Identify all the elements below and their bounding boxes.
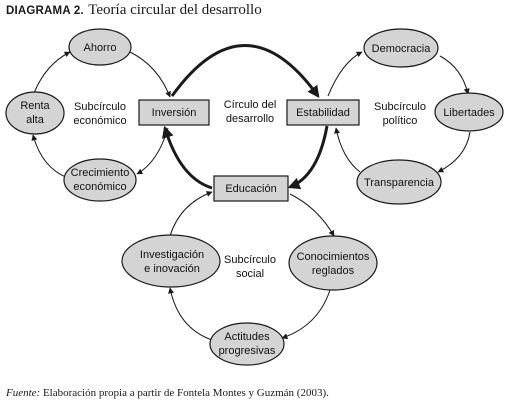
soc-arc-conocimientos-actitudes xyxy=(281,289,331,340)
pol-arc-transparencia-estabilidad xyxy=(334,127,361,173)
pol-arc-libertades-transparencia xyxy=(437,131,471,173)
node-actitudes-label-2: progresivas xyxy=(219,345,276,357)
diagram-label: DIAGRAMA 2. xyxy=(6,5,84,17)
node-democracia: Democracia xyxy=(363,28,439,68)
econ-arc-inversion-ahorro xyxy=(137,165,172,189)
node-conocimientos-label-1: Conocimientos xyxy=(297,251,370,263)
subcircle-politico-label-1: Subcírculo xyxy=(374,101,426,113)
node-democracia-label: Democracia xyxy=(372,43,432,55)
subcircle-social-label-1: Subcírculo xyxy=(224,254,276,266)
node-inversion: Inversión xyxy=(138,99,210,126)
node-educacion: Educación xyxy=(213,175,289,202)
node-transparencia: Transparencia xyxy=(356,159,442,205)
node-estabilidad: Estabilidad xyxy=(286,99,360,126)
subcircle-social-label-2: social xyxy=(236,268,264,280)
source-note: Fuente: Elaboración propia a partir de F… xyxy=(6,387,329,399)
node-estabilidad-label: Estabilidad xyxy=(296,107,350,119)
node-conocimientos-label-2: reglados xyxy=(312,265,355,277)
econ-arc-crecimiento-renta xyxy=(31,134,69,179)
node-investigacion-label-1: Investigación xyxy=(140,249,204,261)
econ-arc-inversion-crecimiento xyxy=(136,127,169,175)
node-renta-label-2: alta xyxy=(26,114,45,126)
node-inversion-label: Inversión xyxy=(152,107,197,119)
source-label: Fuente: xyxy=(6,387,41,399)
diagram-title: DIAGRAMA 2. Teoría circular del desarrol… xyxy=(6,1,262,19)
node-actitudes-label-1: Actitudes xyxy=(224,331,270,343)
subcircle-economico-label-2: económico xyxy=(73,115,126,127)
diagram-title-text: Teoría circular del desarrollo xyxy=(88,2,262,18)
node-libertades: Libertades xyxy=(434,92,504,132)
main-arc-inversion-estabilidad xyxy=(170,44,320,98)
node-conocimientos: Conocimientos reglados xyxy=(288,235,378,291)
node-transparencia-label: Transparencia xyxy=(364,177,435,189)
node-crecimiento-label-1: Crecimiento xyxy=(71,167,130,179)
econ-arc-ahorro-inversion xyxy=(129,51,171,98)
soc-arc-investigacion-educacion xyxy=(169,191,213,237)
main-arc-estabilidad-educacion xyxy=(287,125,329,190)
subcircle-economico-label-1: Subcírculo xyxy=(74,101,126,113)
source-text: Elaboración propia a partir de Fontela M… xyxy=(40,387,329,399)
node-educacion-label: Educación xyxy=(225,183,276,195)
node-libertades-label: Libertades xyxy=(443,107,495,119)
soc-arc-educacion-conocimientos xyxy=(289,193,335,237)
node-renta-alta: Renta alta xyxy=(5,91,65,135)
econ-arc-renta-ahorro xyxy=(33,51,71,94)
node-crecimiento-economico: Crecimiento económico xyxy=(63,158,137,202)
pol-arc-estabilidad-democracia xyxy=(327,51,363,97)
node-investigacion: Investigación e inovación xyxy=(121,234,221,288)
soc-arc-actitudes-investigacion xyxy=(168,287,213,341)
node-ahorro-label: Ahorro xyxy=(83,42,116,54)
center-label-1: Círculo del xyxy=(224,99,277,111)
subcircle-politico-label-2: político xyxy=(383,115,418,127)
node-crecimiento-label-2: económico xyxy=(73,181,126,193)
node-actitudes: Actitudes progresivas xyxy=(209,322,285,366)
center-label-2: desarrollo xyxy=(226,113,274,125)
pol-arc-democracia-libertades xyxy=(439,55,470,95)
node-ahorro: Ahorro xyxy=(68,28,132,66)
node-investigacion-label-2: e inovación xyxy=(144,263,200,275)
node-renta-label-1: Renta xyxy=(20,100,50,112)
main-arc-educacion-inversion xyxy=(162,125,213,190)
